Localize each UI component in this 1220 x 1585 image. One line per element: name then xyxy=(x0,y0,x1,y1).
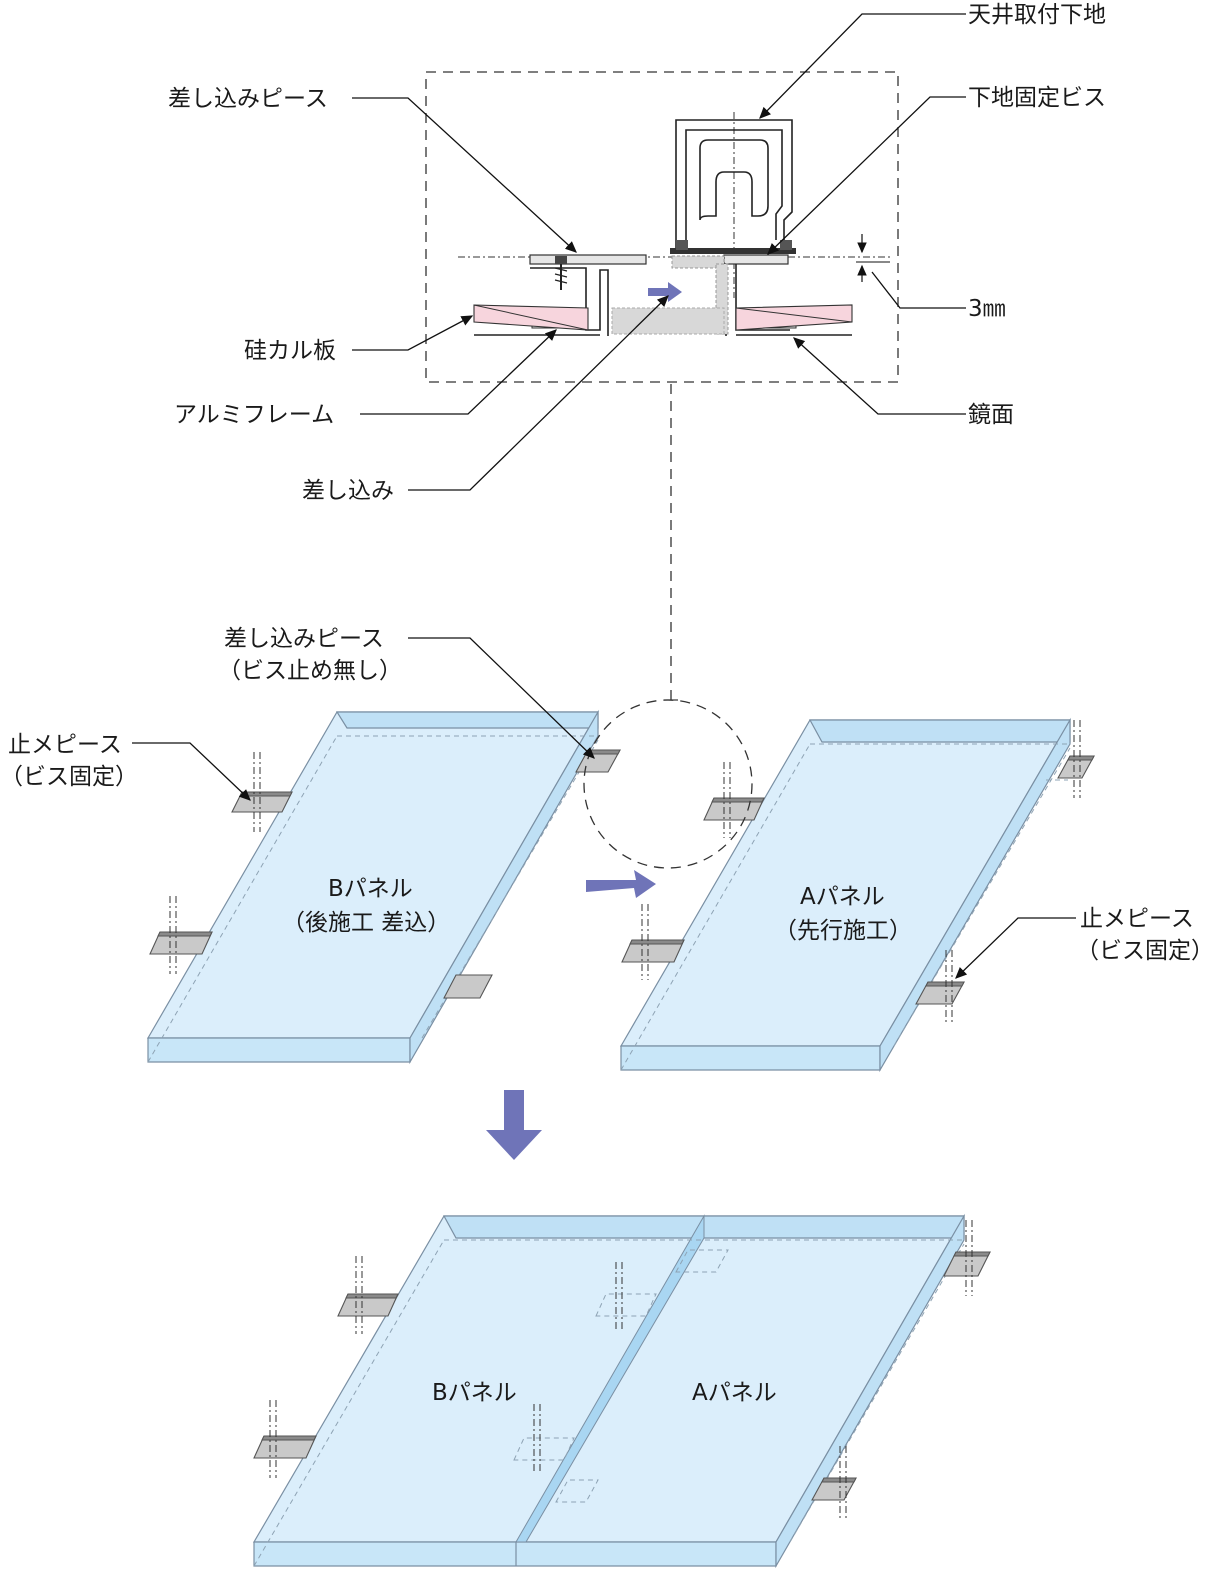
label-aluminum-frame: アルミフレーム xyxy=(174,402,334,428)
label-stop-piece-right-line1: 止メピース xyxy=(1080,906,1194,932)
detail-circle xyxy=(583,699,753,869)
a-panel-name: Aパネル xyxy=(800,884,885,910)
label-stop-piece-right-line2: （ビス固定） xyxy=(1076,938,1214,964)
screw-icon xyxy=(554,256,568,290)
b-panel-exploded xyxy=(146,709,621,1065)
panel-annotations: 差し込みピース （ビス止め無し） 止メピース （ビス固定） 止メピース （ビス固… xyxy=(0,626,1214,979)
a-panel-assembled-label: Aパネル xyxy=(692,1380,777,1406)
label-ceiling-base: 天井取付下地 xyxy=(968,2,1106,28)
b-panel-note: （後施工 差込） xyxy=(282,910,450,936)
gap-dimension xyxy=(856,234,890,282)
a-panel-note: （先行施工） xyxy=(774,918,912,944)
panels-separate xyxy=(146,699,1095,1073)
label-silicate-board: 硅カル板 xyxy=(244,338,336,364)
detail-annotations: 天井取付下地 差し込みピース 下地固定ビス 3㎜ 硅カル板 アルミフレーム 鏡面… xyxy=(168,2,1106,504)
insert-piece-block xyxy=(671,255,725,269)
label-insert: 差し込み xyxy=(302,478,394,504)
label-stop-piece-left-line2: （ビス固定） xyxy=(0,764,138,790)
ceiling-base-channel xyxy=(670,119,796,254)
down-arrow-icon xyxy=(486,1090,542,1160)
label-base-fix-screw: 下地固定ビス xyxy=(968,85,1106,111)
silicate-board-right xyxy=(735,304,853,331)
b-panel-name: Bパネル xyxy=(328,876,413,902)
label-mirror: 鏡面 xyxy=(968,402,1014,428)
label-insert-piece-detail: 差し込みピース xyxy=(168,86,328,112)
panels-assembled: Bパネル Aパネル xyxy=(252,1213,991,1569)
section-detail xyxy=(425,71,899,383)
label-insert-piece-line1: 差し込みピース xyxy=(224,626,384,652)
b-panel-assembled-label: Bパネル xyxy=(432,1380,517,1406)
insert-gap-block xyxy=(611,307,725,335)
insert-piece-tab xyxy=(443,974,493,999)
label-stop-piece-left-line1: 止メピース xyxy=(8,732,122,758)
label-insert-piece-line2: （ビス止め無し） xyxy=(218,658,402,684)
insert-arrow-icon xyxy=(648,282,682,302)
label-gap: 3㎜ xyxy=(968,296,1006,322)
a-panel-exploded xyxy=(619,717,1095,1073)
insert-direction-arrow-icon xyxy=(586,870,656,898)
